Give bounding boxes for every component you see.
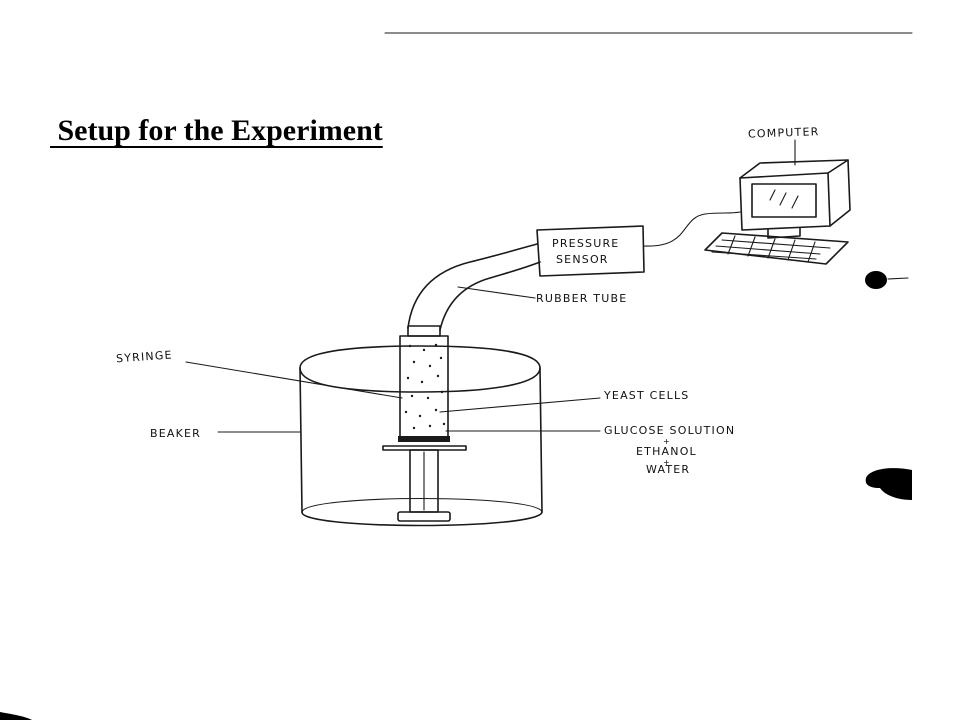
label-water: WATER [646, 463, 690, 476]
beaker [299, 345, 543, 527]
beaker-bottom-back [301, 497, 543, 513]
label-glucose-solution: GLUCOSE SOLUTION [604, 424, 735, 437]
syringe-plunger-base [397, 511, 451, 522]
punch-hole-upper-mark [887, 277, 909, 280]
computer-icon: COMPUTER [704, 125, 851, 265]
keyboard [704, 232, 849, 265]
beaker-right-wall [539, 367, 543, 513]
syringe-pointer [185, 361, 403, 399]
screen-glare-3 [791, 195, 799, 209]
label-pressure-sensor-line2: SENSOR [556, 253, 609, 266]
label-beaker: BEAKER [150, 427, 201, 440]
punch-hole-lower [865, 468, 912, 500]
solution-label-group: GLUCOSE SOLUTION + ETHANOL + WATER [445, 424, 735, 476]
label-rubber-tube: RUBBER TUBE [536, 292, 627, 305]
syringe-barrel [399, 335, 449, 441]
rubber-tube-inner [439, 261, 541, 331]
yeast-dots [404, 343, 446, 430]
screen-glare-1 [769, 189, 776, 201]
rubber-tube-pointer [457, 286, 536, 299]
beaker-bottom-front [301, 511, 543, 527]
monitor-top [739, 159, 849, 179]
monitor-screen [751, 183, 817, 218]
label-ethanol: ETHANOL [636, 445, 697, 458]
pressure-sensor-box [536, 225, 645, 277]
label-computer: COMPUTER [748, 125, 820, 140]
label-yeast-cells: YEAST CELLS [603, 389, 689, 402]
syringe-label-group: SYRINGE [116, 348, 403, 399]
syringe-plunger-seal [398, 436, 450, 442]
rubber-tube: RUBBER TUBE [407, 243, 627, 331]
punch-hole-upper [865, 271, 887, 289]
corner-scan-mark [0, 712, 32, 720]
rubber-tube-outer [407, 243, 538, 329]
yeast-pointer [439, 397, 601, 413]
pressure-sensor: PRESSURE SENSOR [536, 225, 645, 277]
label-plus-1: + [663, 437, 671, 446]
monitor-side [829, 159, 851, 227]
keyboard-keys [711, 239, 831, 260]
syringe [382, 325, 467, 522]
beaker-left-wall [299, 367, 303, 513]
syringe-nozzle [407, 325, 441, 337]
yeast-label-group: YEAST CELLS [439, 389, 689, 413]
keyboard-key-grid [727, 235, 816, 263]
page-title: Setup for the Experiment [50, 114, 383, 147]
screen-glare-2 [779, 192, 787, 206]
syringe-flange [382, 445, 467, 451]
beaker-rim [299, 345, 541, 393]
data-cable [643, 211, 741, 247]
beaker-label-group: BEAKER [150, 427, 301, 440]
label-syringe: SYRINGE [116, 348, 173, 365]
label-pressure-sensor-line1: PRESSURE [552, 237, 619, 250]
label-plus-2: + [663, 458, 671, 467]
